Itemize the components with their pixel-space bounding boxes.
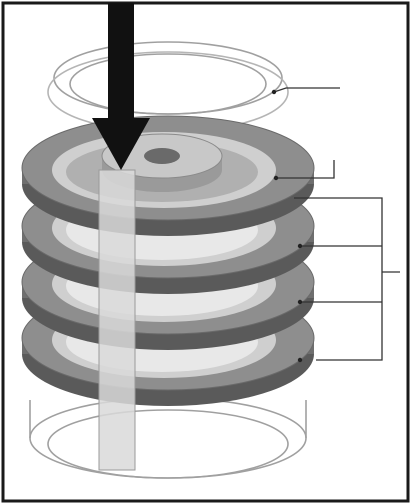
marker-2-icon	[274, 176, 278, 180]
arrow-shaft	[108, 3, 134, 121]
marker-3-icon	[298, 244, 302, 248]
cylinder-strip	[99, 170, 135, 470]
spindle-hole-icon	[144, 148, 180, 164]
cylinder-band	[99, 170, 135, 470]
marker-4-icon	[298, 300, 302, 304]
marker-top-icon	[272, 90, 276, 94]
marker-5-icon	[298, 358, 302, 362]
